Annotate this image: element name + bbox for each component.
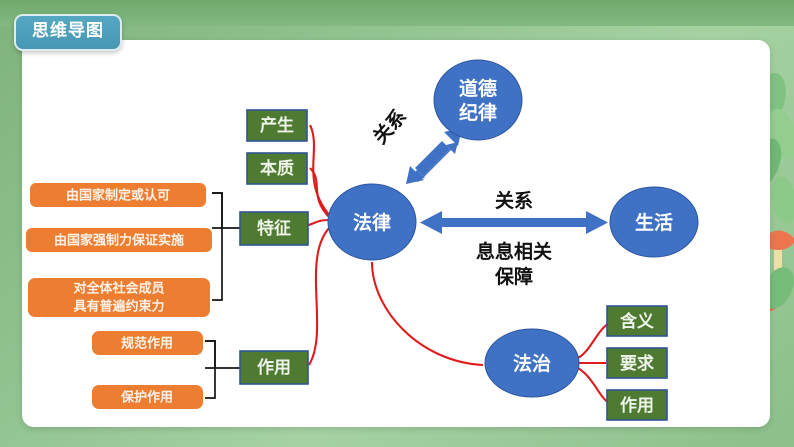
green-box-tezheng[interactable]: 特征 <box>239 211 309 246</box>
horizontal-relation-label: 关系 <box>495 189 533 212</box>
page-title-badge: 思维导图 <box>14 14 122 51</box>
function-box-label: 保护作用 <box>120 390 173 406</box>
green-box-label: 本质 <box>260 158 294 179</box>
node-law-label: 法律 <box>353 211 391 234</box>
green-box-benzhi[interactable]: 本质 <box>246 152 308 185</box>
feature-box-label: 由国家制定或认可 <box>66 188 170 204</box>
diagonal-double-arrow <box>406 128 462 184</box>
relation-detail-line2: 保障 <box>494 265 533 288</box>
diagonal-relation-label: 关系 <box>368 105 411 149</box>
node-moral-label-line2: 纪律 <box>459 101 497 124</box>
svg-text:关系: 关系 <box>368 105 411 149</box>
feature-bracket <box>212 192 240 301</box>
rol-box-label: 含义 <box>620 311 654 332</box>
node-law[interactable]: 法律 <box>327 183 417 261</box>
slide-background-top-band <box>0 0 794 26</box>
green-box-label: 特征 <box>257 218 291 239</box>
node-life-label: 生活 <box>635 211 673 234</box>
node-rule-of-law[interactable]: 法治 <box>484 328 580 398</box>
rol-box-label: 作用 <box>620 395 654 416</box>
function-box-label: 规范作用 <box>121 336 173 352</box>
feature-box[interactable]: 由国家制定或认可 <box>30 183 206 207</box>
green-box-zuoyong[interactable]: 作用 <box>239 350 309 385</box>
function-box[interactable]: 保护作用 <box>92 385 203 409</box>
relation-detail-line1: 息息相关 <box>476 240 552 263</box>
green-box-label: 产生 <box>260 115 294 136</box>
green-box-label: 作用 <box>257 357 291 378</box>
horizontal-double-arrow <box>420 211 608 234</box>
node-rule-of-law-label: 法治 <box>513 352 551 375</box>
rol-box-label: 要求 <box>620 353 654 374</box>
function-box[interactable]: 规范作用 <box>92 331 203 355</box>
node-moral-discipline[interactable]: 道德 纪律 <box>433 59 523 141</box>
feature-box-label-line2: 具有普遍约束力 <box>73 299 164 315</box>
function-bracket <box>205 340 240 399</box>
green-box-chansheng[interactable]: 产生 <box>246 109 308 142</box>
rol-box-hanyi[interactable]: 含义 <box>606 305 668 337</box>
feature-box-label: 由国家强制力保证实施 <box>54 233 184 249</box>
rol-box-yaoqiu[interactable]: 要求 <box>606 347 668 379</box>
feature-box[interactable]: 对全体社会成员 具有普遍约束力 <box>28 278 210 317</box>
node-moral-label-line1: 道德 <box>459 77 497 100</box>
rol-box-zuoyong[interactable]: 作用 <box>606 389 668 421</box>
node-life[interactable]: 生活 <box>609 186 699 258</box>
feature-box-label-line1: 对全体社会成员 <box>73 281 164 297</box>
feature-box[interactable]: 由国家强制力保证实施 <box>26 228 212 252</box>
